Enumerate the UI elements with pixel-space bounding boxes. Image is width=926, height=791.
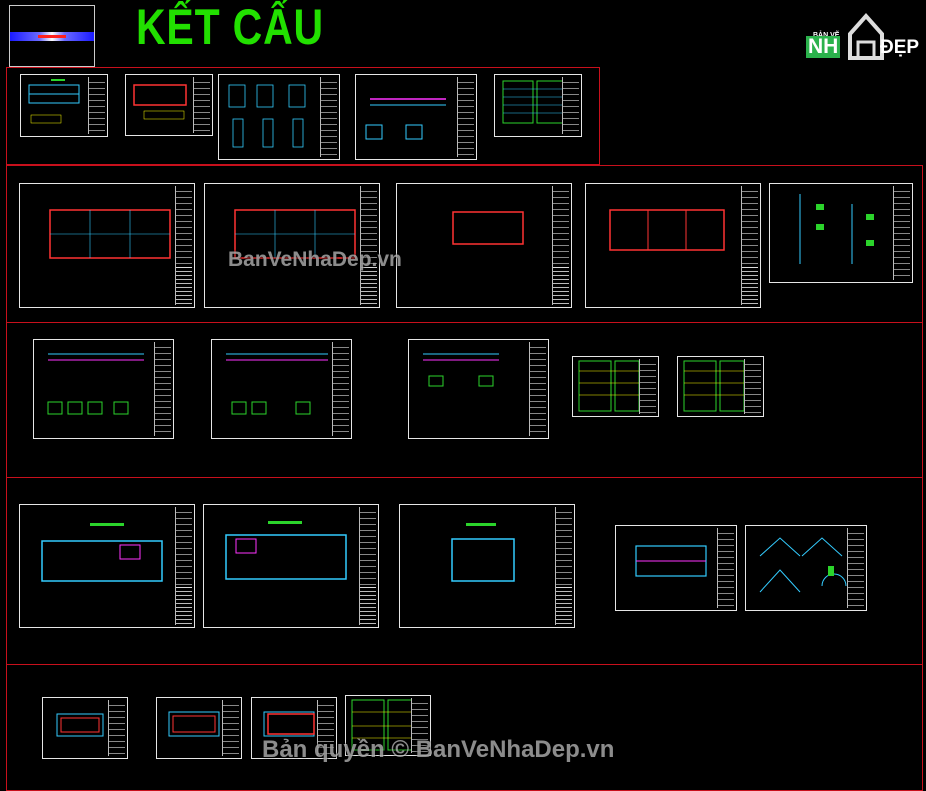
drawing-sheet[interactable]: [355, 74, 477, 160]
sheet-beam: [423, 353, 499, 387]
sheet-plan: [49, 209, 171, 259]
drawing-sheet[interactable]: [769, 183, 913, 283]
sheet-plan: [133, 84, 187, 120]
drawing-sheet[interactable]: [203, 504, 379, 628]
drawing-sheet[interactable]: [408, 339, 549, 439]
sheet-plan: [609, 209, 725, 251]
drawing-sheet[interactable]: [585, 183, 761, 308]
preview-thumbnail: [9, 5, 95, 67]
watermark-center: BanVeNhaDep.vn: [228, 248, 402, 271]
sheet-details: [365, 98, 446, 140]
sheet-details: [799, 194, 874, 264]
watermark-bottom: Bản quyền © BanVeNhaDep.vn: [262, 736, 615, 763]
drawing-sheet[interactable]: [19, 504, 195, 628]
drawing-sheet[interactable]: [125, 74, 213, 136]
drawing-sheet[interactable]: [677, 356, 764, 417]
drawing-sheet[interactable]: [399, 504, 575, 628]
sheet-beam: [226, 353, 328, 415]
sheet-table: [578, 360, 640, 412]
drawing-sheet[interactable]: [615, 525, 737, 611]
sheet-plan: [234, 209, 356, 259]
page-title: KẾT CẤU: [136, 0, 324, 55]
drawing-sheet[interactable]: [211, 339, 352, 439]
sheet-foundation: [263, 711, 315, 737]
drawing-sheet[interactable]: [33, 339, 174, 439]
sheet-details: [228, 84, 306, 148]
sheet-table: [351, 699, 413, 751]
thumbnail-red-mark: [38, 35, 66, 38]
sheet-slab: [635, 545, 707, 577]
logo-left-text: NH: [806, 35, 841, 58]
drawing-sheet[interactable]: [345, 695, 431, 756]
drawing-sheet[interactable]: [251, 697, 337, 759]
house-logo-icon: [848, 12, 884, 60]
sheet-slab: [225, 521, 347, 580]
drawing-sheet[interactable]: [20, 74, 108, 137]
sheet-beam: [47, 353, 144, 415]
sheet-slab: [451, 523, 515, 582]
sheet-foundation: [168, 711, 220, 737]
sheet-slab: [41, 523, 163, 582]
sheet-plan: [28, 79, 80, 124]
sheet-plan: [452, 211, 524, 245]
drawing-sheet[interactable]: [156, 697, 242, 759]
logo-right-text: ĐẸP: [880, 37, 920, 58]
sheet-foundation: [56, 713, 104, 737]
section-row-5: [6, 664, 923, 791]
drawing-sheet[interactable]: [19, 183, 195, 308]
sheet-roof: [759, 537, 847, 593]
drawing-sheet[interactable]: [204, 183, 380, 308]
drawing-sheet[interactable]: [572, 356, 659, 417]
logo-top-text: BẢN VẼ: [813, 32, 839, 39]
drawing-sheet[interactable]: [396, 183, 572, 308]
drawing-sheet[interactable]: [745, 525, 867, 611]
drawing-sheet[interactable]: [494, 74, 582, 137]
sheet-table: [683, 360, 745, 412]
drawing-sheet[interactable]: [218, 74, 340, 160]
section-row-1: [6, 67, 600, 165]
drawing-sheet[interactable]: [42, 697, 128, 759]
